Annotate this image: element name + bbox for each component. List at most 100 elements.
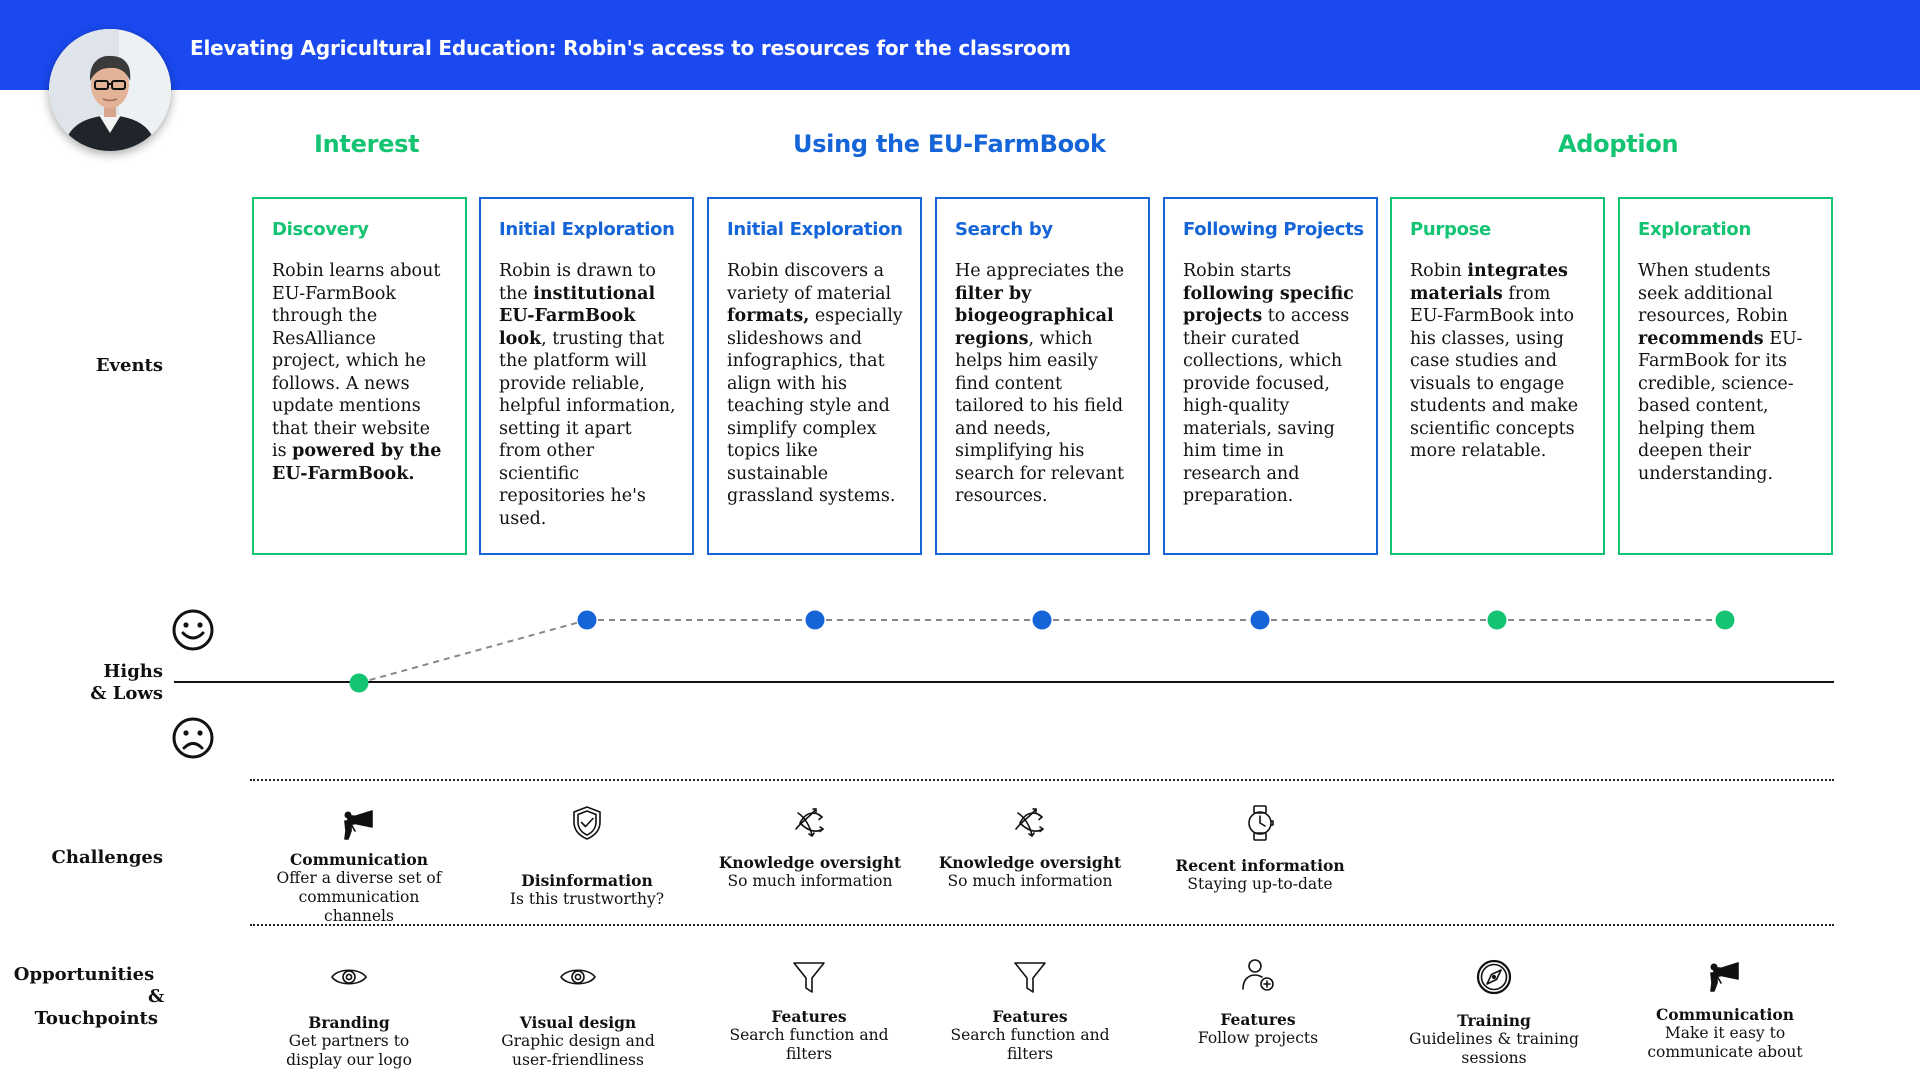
- challenge-text: So much information: [947, 872, 1113, 890]
- row-label-touchpoints: Touchpoints: [34, 1008, 158, 1029]
- happy-face-icon: [172, 609, 214, 651]
- emotion-point: [1032, 610, 1052, 630]
- event-card-highlight: filter by biogeographical regions: [955, 283, 1114, 349]
- event-card-text: from EU-FarmBook into his classes, using…: [1410, 283, 1579, 462]
- event-card: Search by He appreciates the filter by bi…: [935, 197, 1150, 555]
- row-label-opportunities: Opportunities: [13, 964, 155, 985]
- event-card-title: Exploration: [1638, 219, 1752, 240]
- emotion-segment: [358, 619, 588, 684]
- opportunity-title: Features: [1220, 1010, 1296, 1029]
- event-card-title: Search by: [955, 219, 1053, 240]
- avatar: [49, 29, 171, 151]
- opportunity-text: Search function and filters: [950, 1026, 1110, 1063]
- phase-interest: Interest: [314, 130, 420, 158]
- event-card-text: Robin: [1410, 261, 1468, 281]
- funnel-icon: [789, 957, 829, 1002]
- scatter-arrows-icon: [790, 803, 830, 848]
- challenge-text: Is this trustworthy?: [509, 890, 665, 908]
- row-label-ampersand: &: [148, 986, 165, 1007]
- phase-using: Using the EU-FarmBook: [793, 130, 1106, 158]
- row-label-events: Events: [95, 355, 163, 376]
- event-card-body: When students seek additional resources,…: [1638, 260, 1815, 485]
- opportunity-text: Follow projects: [1197, 1029, 1319, 1047]
- event-card-text: , which helps him easily find content ta…: [955, 328, 1125, 507]
- event-card-title: Following Projects: [1183, 219, 1364, 240]
- emotion-point: [1487, 610, 1507, 630]
- emotion-point: [1715, 610, 1735, 630]
- event-card-text: He appreciates the: [955, 261, 1125, 281]
- event-card-text: Robin is drawn to the: [499, 261, 656, 304]
- event-card-text: especially slideshows and infographics, …: [727, 306, 903, 506]
- opportunity-title: Branding: [308, 1013, 390, 1032]
- page-title: Elevating Agricultural Education: Robin'…: [190, 36, 1071, 60]
- row-label-lows: & Lows: [90, 683, 163, 704]
- megaphone-icon: [1705, 957, 1745, 1002]
- event-card-text: to access their curated collections, whi…: [1183, 306, 1350, 506]
- megaphone-icon: [339, 805, 379, 850]
- separator-challenges-top: [250, 779, 1834, 781]
- challenge-title: Knowledge oversight: [938, 853, 1122, 872]
- event-card-body: He appreciates the filter by biogeograph…: [955, 260, 1132, 508]
- opportunity-title: Visual design: [519, 1013, 637, 1032]
- event-card-title: Initial Exploration: [499, 219, 675, 240]
- opportunity-text: Get partners to display our logo: [286, 1032, 412, 1069]
- opportunity-text: Make it easy to communicate about: [1647, 1024, 1803, 1061]
- challenge-title: Disinformation: [521, 871, 653, 890]
- event-card-body: Robin learns about EU-FarmBook through t…: [272, 260, 449, 485]
- event-card-body: Robin is drawn to the institutional EU-F…: [499, 260, 676, 530]
- challenge-title: Recent information: [1175, 856, 1345, 875]
- eye-icon: [558, 957, 598, 1002]
- emotion-point: [349, 673, 369, 693]
- event-card-text: Robin discovers a variety of material: [727, 261, 892, 304]
- event-card-text: Robin starts: [1183, 261, 1292, 281]
- emotion-point: [805, 610, 825, 630]
- event-card-text: When students seek additional resources,…: [1638, 261, 1788, 326]
- event-card-highlight: integrates materials: [1410, 261, 1568, 304]
- challenge-text: Offer a diverse set of communication cha…: [276, 869, 442, 925]
- challenge-title: Knowledge oversight: [718, 853, 902, 872]
- challenge-text: Staying up-to-date: [1187, 875, 1333, 893]
- event-card-text: Robin learns about EU-FarmBook through t…: [272, 261, 441, 461]
- funnel-icon: [1010, 957, 1050, 1002]
- event-card-title: Purpose: [1410, 219, 1491, 240]
- event-card-title: Discovery: [272, 219, 369, 240]
- opportunity-title: Features: [992, 1007, 1068, 1026]
- event-card-text: EU-FarmBook for its credible, science-ba…: [1638, 328, 1803, 484]
- event-card-body: Robin starts following specific projects…: [1183, 260, 1360, 508]
- row-label-highs: Highs: [103, 661, 163, 682]
- emotion-point: [1250, 610, 1270, 630]
- eye-icon: [329, 957, 369, 1002]
- opportunity-text: Guidelines & training sessions: [1409, 1030, 1579, 1067]
- event-card-title: Initial Exploration: [727, 219, 903, 240]
- watch-icon: [1240, 803, 1280, 848]
- challenge-title: Communication: [289, 850, 429, 869]
- event-card-body: Robin integrates materials from EU-FarmB…: [1410, 260, 1587, 463]
- add-user-icon: [1238, 955, 1278, 1000]
- event-card-highlight: recommends: [1638, 328, 1764, 349]
- event-card-highlight: powered by the EU-FarmBook.: [272, 441, 442, 484]
- event-card-highlight: following specific projects: [1183, 283, 1354, 327]
- event-card-body: Robin discovers a variety of material fo…: [727, 260, 904, 508]
- phase-adoption: Adoption: [1558, 130, 1679, 158]
- opportunity-title: Training: [1457, 1011, 1531, 1030]
- scatter-arrows-icon: [1010, 803, 1050, 848]
- emotion-point: [577, 610, 597, 630]
- shield-check-icon: [567, 803, 607, 848]
- opportunity-text: Search function and filters: [729, 1026, 889, 1063]
- compass-icon: [1474, 957, 1514, 1002]
- event-card-highlight: institutional EU-FarmBook look: [499, 283, 656, 349]
